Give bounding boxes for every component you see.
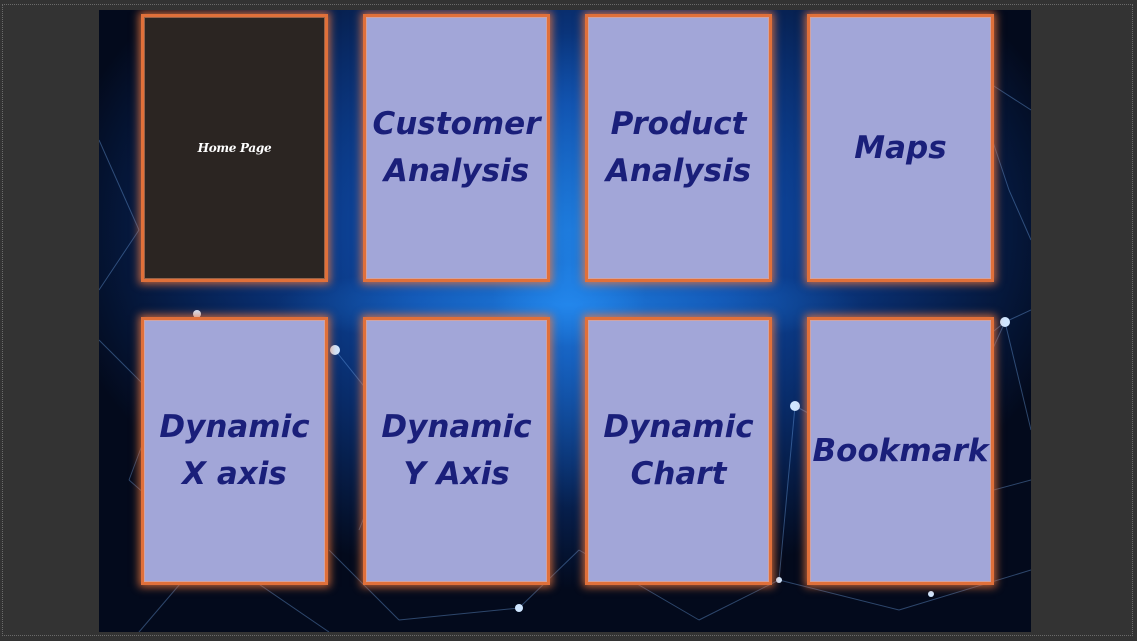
bookmark-label: Bookmark: [812, 432, 989, 469]
report-page: Home Page Customer Analysis Product Anal…: [99, 10, 1031, 632]
bookmark-button[interactable]: Bookmark: [807, 317, 994, 585]
home-page-button[interactable]: Home Page: [141, 14, 328, 282]
product-analysis-label: Product Analysis: [605, 106, 752, 189]
home-page-label: Home Page: [197, 141, 272, 155]
maps-label: Maps: [854, 129, 947, 166]
dynamic-chart-label: Dynamic Chart: [603, 409, 754, 492]
maps-button[interactable]: Maps: [807, 14, 994, 282]
dynamic-x-axis-label: Dynamic X axis: [159, 409, 310, 492]
product-analysis-button[interactable]: Product Analysis: [585, 14, 772, 282]
dynamic-chart-button[interactable]: Dynamic Chart: [585, 317, 772, 585]
customer-analysis-label: Customer Analysis: [372, 106, 541, 189]
dynamic-x-axis-button[interactable]: Dynamic X axis: [141, 317, 328, 585]
dynamic-y-axis-button[interactable]: Dynamic Y Axis: [363, 317, 550, 585]
customer-analysis-button[interactable]: Customer Analysis: [363, 14, 550, 282]
report-canvas-frame: [2, 4, 1133, 636]
network-background: [99, 68, 1031, 632]
dynamic-y-axis-label: Dynamic Y Axis: [381, 409, 532, 492]
